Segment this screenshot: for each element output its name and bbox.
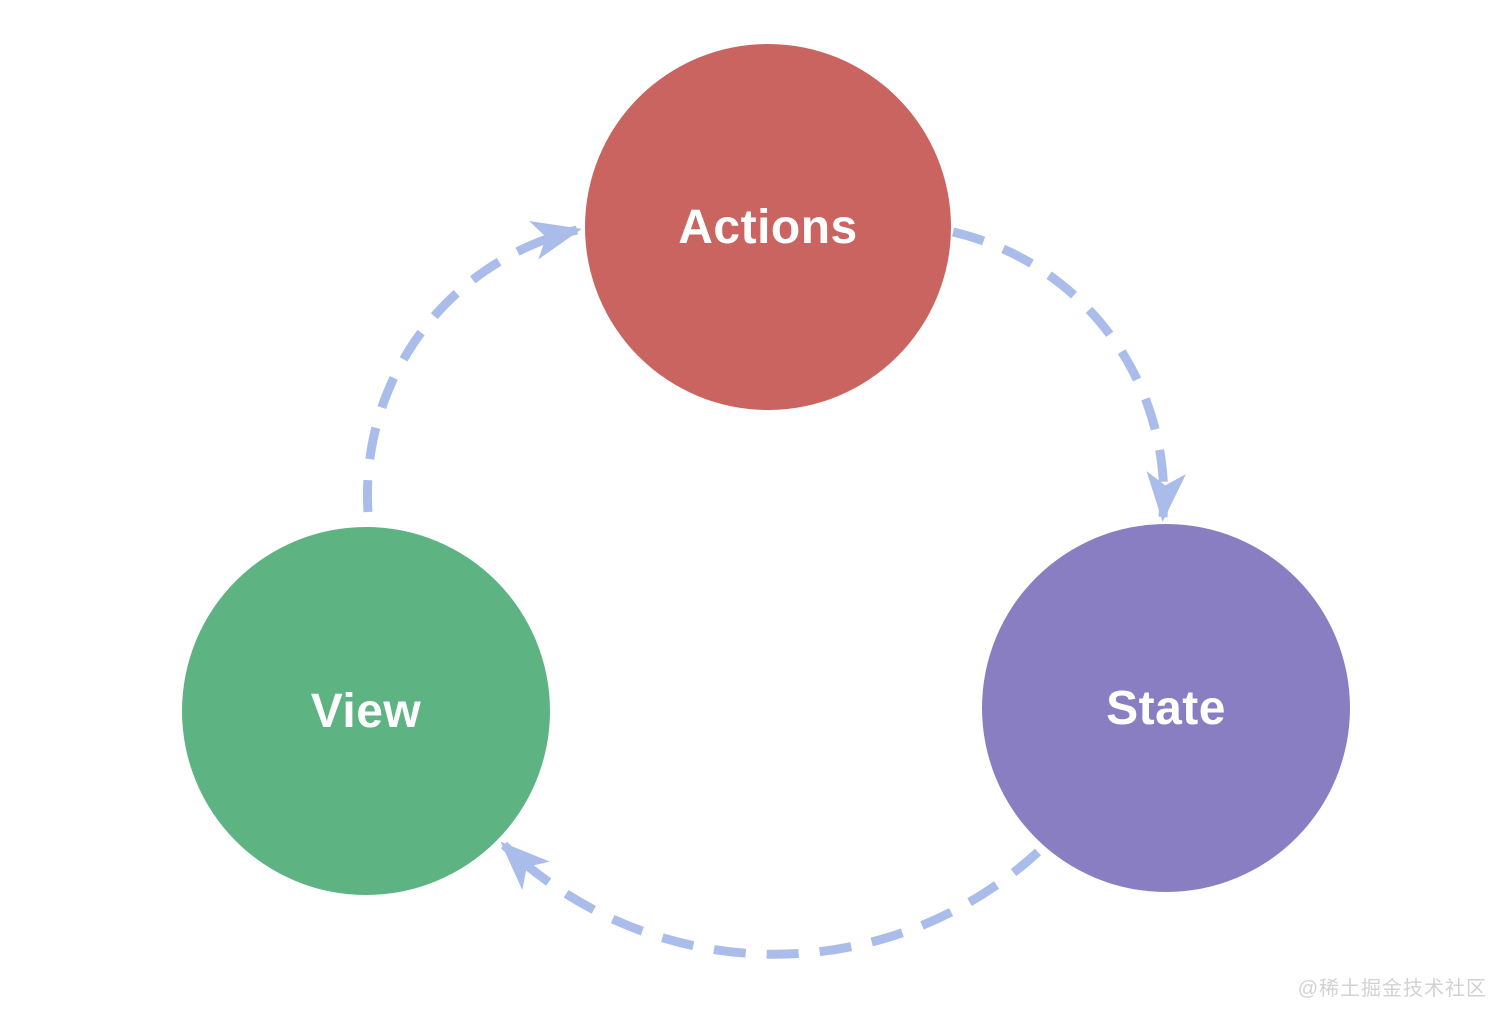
- node-state: State: [982, 524, 1350, 892]
- node-view: View: [182, 527, 550, 895]
- watermark: @稀土掘金技术社区: [1297, 978, 1487, 1000]
- node-actions-label: Actions: [678, 200, 858, 254]
- arrow-actions-to-state: [951, 227, 1186, 522]
- arrow-view-to-actions: [362, 220, 582, 513]
- node-view-label: View: [310, 684, 422, 738]
- arrow-state-to-view: [500, 841, 1042, 959]
- node-state-label: State: [1106, 681, 1226, 735]
- node-actions: Actions: [585, 44, 951, 410]
